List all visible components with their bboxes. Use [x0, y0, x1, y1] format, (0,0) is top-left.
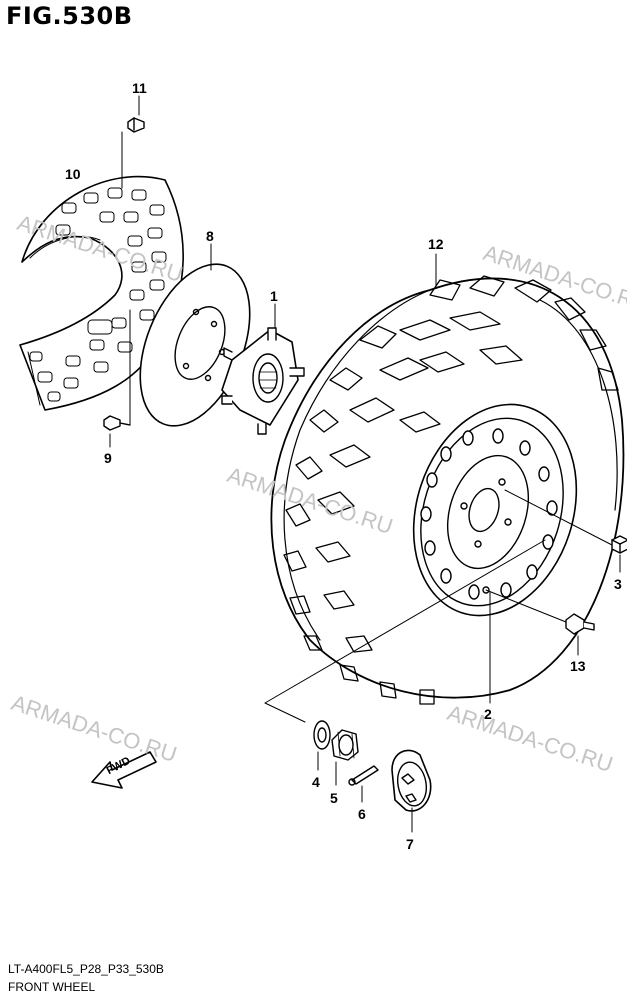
figure-title: FIG.530B	[6, 2, 133, 30]
valve-part-13	[485, 589, 595, 656]
callout-2: 2	[484, 706, 492, 722]
callout-5: 5	[330, 790, 338, 806]
figure-subtitle: FRONT WHEEL	[8, 980, 96, 994]
callout-11: 11	[132, 80, 147, 96]
hub-cap-part-7	[391, 749, 432, 833]
callout-6: 6	[358, 806, 366, 822]
callout-8: 8	[206, 228, 214, 244]
fwd-arrow	[91, 751, 157, 789]
rim-part-2	[412, 403, 578, 704]
callout-10: 10	[65, 166, 81, 182]
callout-7: 7	[406, 836, 414, 852]
callout-4: 4	[312, 774, 320, 790]
callout-1: 1	[270, 288, 278, 304]
castle-nut-part-5	[331, 729, 359, 786]
callout-12: 12	[428, 236, 444, 252]
bolt-part-11	[127, 95, 145, 133]
callout-3: 3	[614, 576, 622, 592]
callout-9: 9	[104, 450, 112, 466]
figure-code: LT-A400FL5_P28_P33_530B	[8, 962, 164, 976]
cotter-pin-part-6	[348, 765, 379, 803]
washer-part-4	[313, 720, 331, 771]
wheel-hub-part-1	[221, 303, 305, 435]
callout-13: 13	[570, 658, 586, 674]
bolt-part-9	[103, 309, 131, 448]
